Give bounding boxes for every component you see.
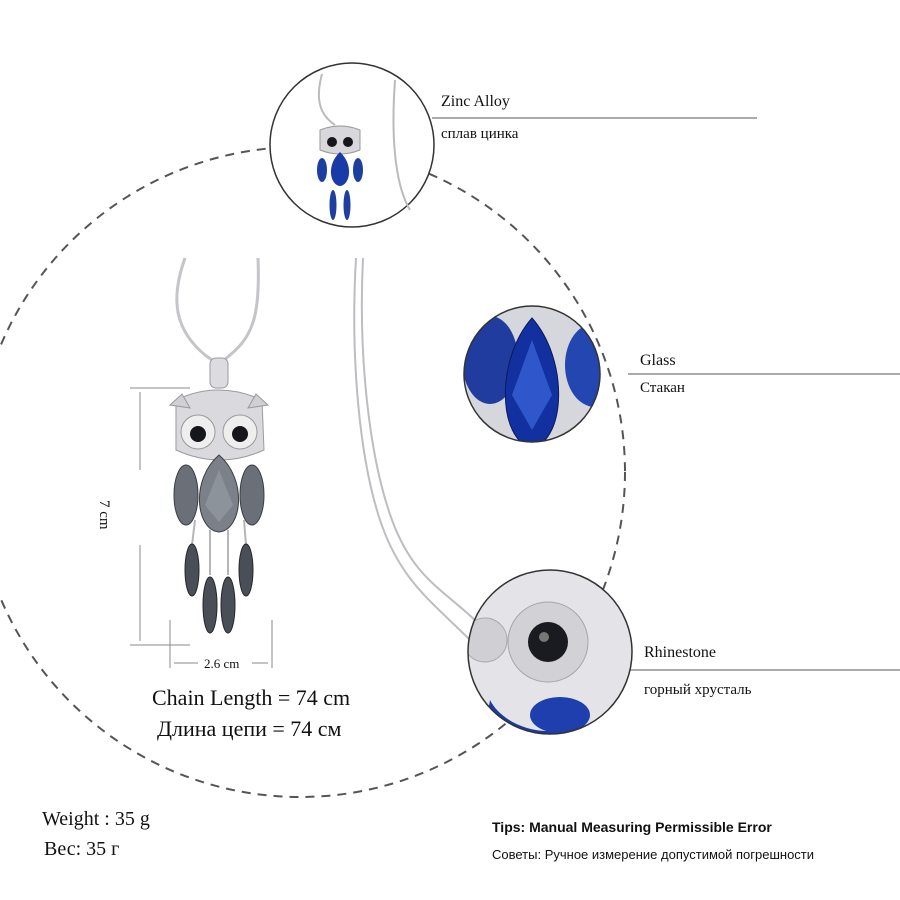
rhinestone-label-ru: горный хрусталь (644, 682, 752, 698)
pendant-bail (209, 357, 229, 389)
rhinestone-label-en: Rhinestone (644, 644, 716, 661)
dashed-circle (0, 146, 626, 798)
glass-label-ru: Стакан (640, 380, 685, 396)
zinc-label-en: Zinc Alloy (441, 93, 510, 110)
rhinestone-closeup-circle (467, 569, 633, 735)
height-dimension (130, 387, 190, 646)
tips-en: Tips: Manual Measuring Permissible Error (492, 819, 772, 835)
weight-en: Weight : 35 g (42, 808, 150, 830)
width-dimension-label: 2.6 cm (204, 656, 240, 671)
owl-pendant-main (168, 389, 270, 634)
glass-label-en: Glass (640, 352, 676, 369)
chain-length-en: Chain Length = 74 cm (152, 685, 351, 710)
pendant-chain (175, 257, 260, 364)
zinc-closeup-pendant (317, 73, 411, 220)
chain-length-ru: Длина цепи = 74 см (157, 716, 342, 741)
glass-closeup-circle (463, 305, 601, 443)
background-chain (353, 257, 481, 641)
tips-ru: Советы: Ручное измерение допустимой погр… (492, 847, 815, 862)
weight-ru: Вес: 35 г (44, 838, 120, 860)
width-dimension (169, 620, 273, 668)
rhinestone-closeup (468, 570, 632, 734)
height-dimension-label: 7 cm (96, 500, 112, 530)
glass-closeup (464, 306, 600, 442)
zinc-label-ru: сплав цинка (441, 126, 519, 142)
